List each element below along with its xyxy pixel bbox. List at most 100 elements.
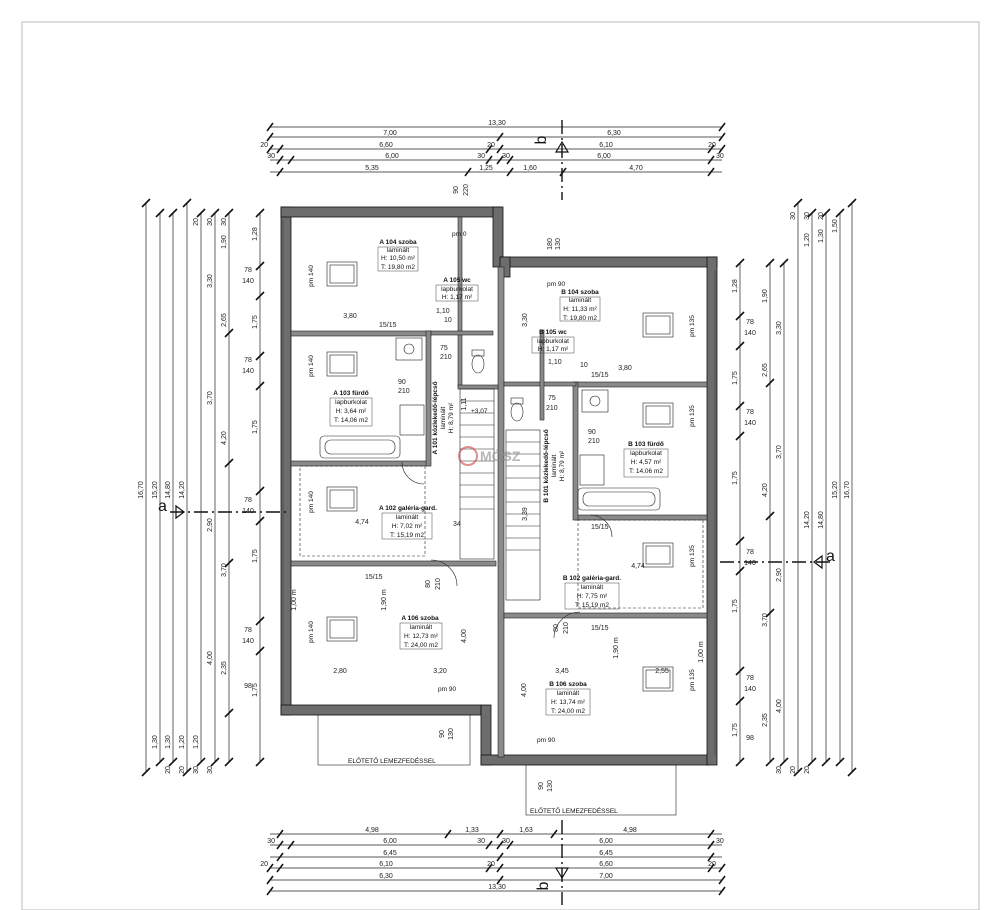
top-dim: 30 [716, 153, 724, 160]
room-name: B 104 szoba [561, 289, 599, 296]
top-dim: 6,10 [599, 142, 613, 149]
left-bottom-dim: 1,20 [193, 735, 200, 749]
left-window-dim: 1,75 [252, 683, 259, 697]
watermark: MÓSZ [458, 446, 521, 466]
room-floor: laminált [557, 690, 580, 697]
dim-label: 3,30 [522, 313, 529, 327]
bottom-dim: 20 [487, 861, 495, 868]
vent-label: 15/15 [591, 372, 609, 379]
section-label-b-bottom: b [535, 881, 552, 890]
room-floor: laminált [396, 514, 419, 521]
right-dim: 20 [818, 212, 825, 220]
roof-label-right: ELŐTETŐ LEMEZFEDÉSSEL [530, 806, 618, 815]
right-window-dim: 1,75 [732, 471, 739, 485]
dim-label: 1,00 m [698, 641, 705, 663]
door-dim: 90 [588, 429, 596, 436]
room-floor: laminált [387, 247, 410, 254]
top-dim-small: 220 [463, 184, 470, 196]
left-window-dim: 1,75 [252, 420, 259, 434]
left-bottom-dim: 30 [193, 766, 200, 774]
right-window-dim: 78 [746, 549, 754, 556]
level-label: pm 90 [537, 737, 555, 744]
dim-label: 1,90 m [613, 637, 620, 659]
dim-label: 210 [435, 578, 442, 590]
right-chain-dim: 3,70 [762, 613, 769, 627]
porch-roofs [317, 714, 677, 816]
section-label-a-left: a [158, 498, 167, 515]
right-bottom-dim: 30 [776, 766, 783, 774]
left-overall-dim: 16,70 [138, 481, 145, 499]
room-labels-a: A 104 szoba laminált H: 10,50 m² T: 19,8… [308, 239, 479, 675]
bottom-dim: 1,33 [465, 827, 479, 834]
top-dim: 5,35 [365, 165, 379, 172]
door-dim: 90 [398, 379, 406, 386]
level-label: pm 90 [438, 686, 456, 693]
left-chain-dim: 2,90 [207, 518, 214, 532]
room-area: H: 7,75 m² [577, 593, 608, 600]
door-dim: 75 [548, 395, 556, 402]
room-dim: 3,45 [555, 668, 569, 675]
bottom-dim: 7,00 [599, 873, 613, 880]
left-window-dim: 1,75 [252, 549, 259, 563]
stair-label: 3,39 [522, 507, 529, 521]
room-floor: lapburkolat [335, 399, 367, 406]
top-dim: 4,70 [629, 165, 643, 172]
bottom-dim: 6,00 [599, 838, 613, 845]
right-window-dim: 78 [746, 319, 754, 326]
left-bottom-dim: 1,30 [152, 735, 159, 749]
right-chain-dim: 2,90 [776, 568, 783, 582]
room-name: B 102 galéria-gard. [563, 575, 621, 582]
left-window-dim: 1,28 [252, 227, 259, 241]
window-label: pm 135 [689, 315, 696, 337]
level-label: pm 90 [547, 281, 565, 288]
room-total: T: 24,00 m2 [404, 642, 438, 649]
left-window-dim: 1,75 [252, 315, 259, 329]
left-chain-dim: 4,20 [221, 431, 228, 445]
bottom-dim: 6,00 [383, 838, 397, 845]
dim-label: 1,10 [548, 359, 562, 366]
right-chain-dim: 2,65 [762, 363, 769, 377]
wall-hatch [282, 220, 716, 755]
left-bottom-dim: 1,30 [165, 735, 172, 749]
room-area: H: 1,17 m² [442, 294, 473, 301]
room-total: T: 24,00 m2 [551, 708, 585, 715]
left-chain-dim: 3,30 [207, 274, 214, 288]
left-dim: 30 [221, 218, 228, 226]
bottom-dimension-chains: 4,98 1,33 1,63 4,98 30 6,00 30 30 6,00 3… [260, 827, 726, 896]
bottom-dim: 30 [477, 838, 485, 845]
room-area: H: 7,02 m² [392, 523, 423, 530]
left-window-dim: 140 [242, 368, 254, 375]
room-dim: 4,74 [355, 519, 369, 526]
left-window-dim: 78 [244, 497, 252, 504]
vent-label: 15/15 [591, 524, 609, 531]
left-chain-dim: 2,65 [221, 313, 228, 327]
door-dim: 210 [546, 405, 558, 412]
top-dim: 6,30 [607, 130, 621, 137]
left-dim: 30 [207, 218, 214, 226]
right-window-dim: 1,75 [732, 371, 739, 385]
room-total: T: 15,19 m2 [575, 602, 609, 609]
room-area: H: 1,17 m² [538, 346, 569, 353]
left-window-dim: 78 [244, 267, 252, 274]
left-chain-dim: 3,70 [207, 391, 214, 405]
room-name: A 106 szoba [401, 615, 439, 622]
bottom-total-dim: 13,30 [488, 884, 506, 891]
left-chain-dim: 1,90 [221, 235, 228, 249]
top-dim: 7,00 [383, 130, 397, 137]
left-chain-dim: 4,00 [207, 651, 214, 665]
bottom-dim: 20 [260, 861, 268, 868]
bottom-dim: 20 [708, 861, 716, 868]
left-dimension-chains: 16,70 15,20 14,80 14,20 20 30 30 1,90 3,… [138, 198, 265, 777]
left-chain-dim: 3,70 [221, 563, 228, 577]
bottom-dim: 30 [502, 838, 510, 845]
window-label: pm 135 [689, 545, 696, 567]
door-dim: 75 [440, 345, 448, 352]
watermark-text: MÓSZ [480, 447, 521, 464]
left-window-dim: 140 [242, 278, 254, 285]
left-window-dim: 140 [242, 638, 254, 645]
room-name: A 104 szoba [379, 239, 417, 246]
room-name: B 103 fürdő [628, 441, 664, 448]
room-floor: lapburkolat [630, 450, 662, 457]
right-window-dim: 140 [744, 420, 756, 427]
room-area: H: 10,50 m² [381, 255, 416, 262]
